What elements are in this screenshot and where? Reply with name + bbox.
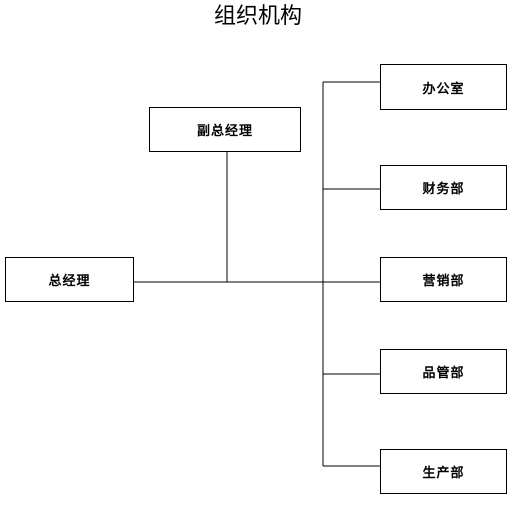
node-general-manager: 总经理 (5, 257, 134, 302)
node-production-dept: 生产部 (380, 449, 507, 494)
node-deputy-general-manager: 副总经理 (149, 107, 301, 152)
node-sales-dept: 营销部 (380, 257, 507, 302)
chart-title: 组织机构 (213, 4, 302, 29)
node-finance-dept: 财务部 (380, 165, 507, 210)
node-office: 办公室 (380, 64, 507, 110)
node-quality-dept: 品管部 (380, 349, 507, 394)
